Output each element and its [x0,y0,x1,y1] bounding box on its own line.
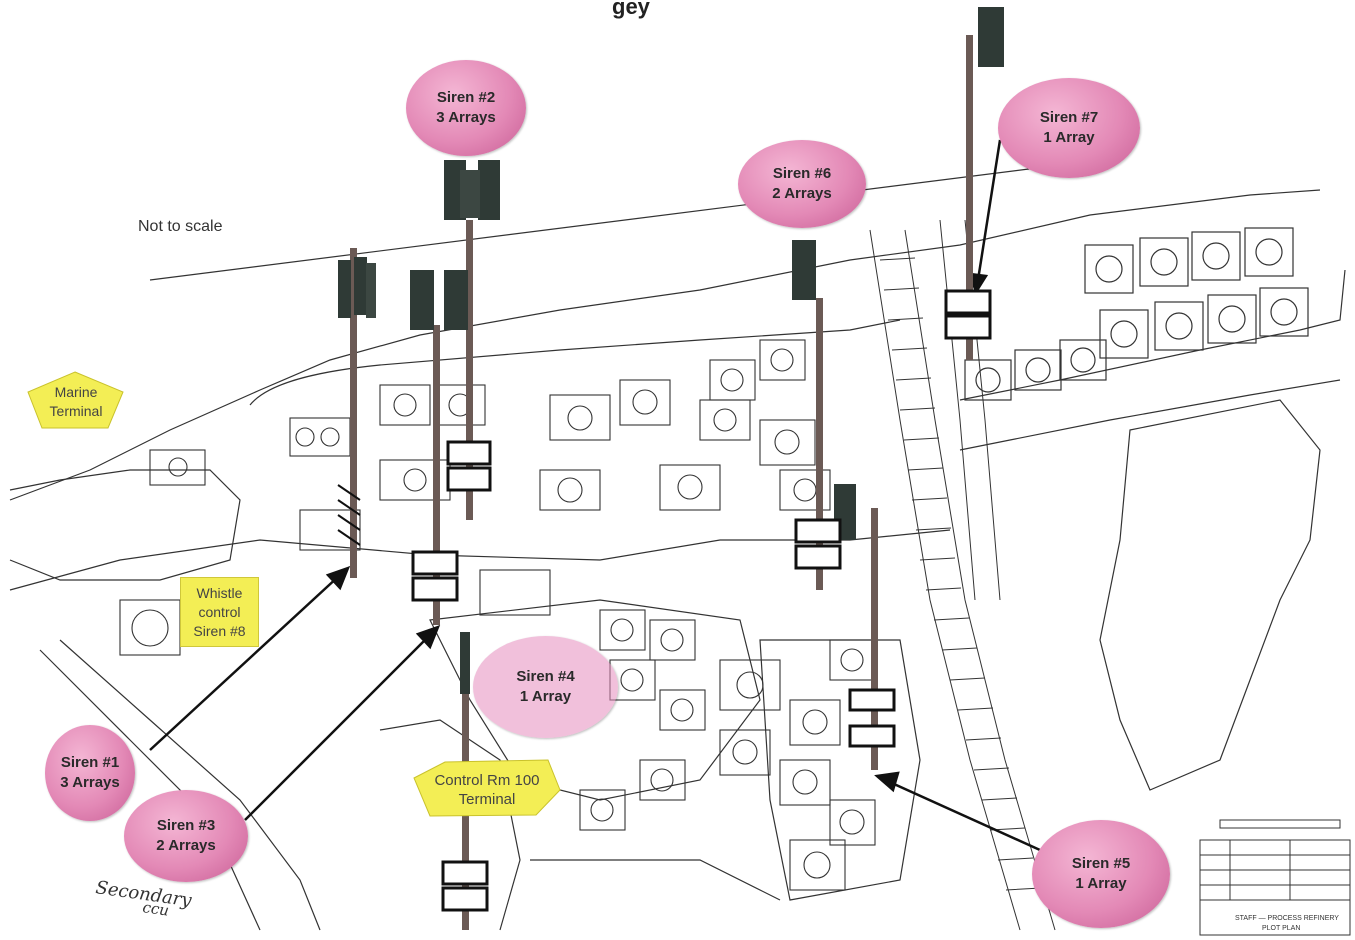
siren-tower-7 [944,7,1004,360]
whistle-control-line1: Whistle [196,584,243,601]
header-fragment: gey [612,0,651,19]
handwritten-note-line2: ccu [141,898,170,920]
siren-tower-6 [792,240,842,590]
siren-5-name: Siren #5 [1071,855,1131,872]
scale-note: Not to scale [138,218,223,235]
siren-1-arrays: 3 Arrays [60,774,120,791]
marine-terminal-marker [27,371,124,429]
siren-6-label: Siren #6 2 Arrays [738,140,866,228]
siren-4-name: Siren #4 [516,668,575,685]
control-room-line2: Terminal [458,791,516,808]
control-room-line1: Control Rm 100 [434,772,540,789]
pointer-arrows [149,139,1041,852]
siren-5-label: Siren #5 1 Array [1032,820,1170,928]
siren-7-name: Siren #7 [1039,109,1099,126]
title-block-line2: PLOT PLAN [1262,925,1300,932]
siren-5-arrays: 1 Array [1075,875,1127,892]
siren-tower-1 [337,248,376,578]
siren-3-arrays: 2 Arrays [156,837,216,854]
siren-4-label: Siren #4 1 Array [473,636,618,738]
siren-2-arrays: 3 Arrays [436,109,496,126]
siren-3-label: Siren #3 2 Arrays [124,790,248,882]
siren-tower-2 [444,160,500,520]
siren-tower-5 [834,484,896,770]
tank-farm-east [964,227,1309,401]
siren-1-label: Siren #1 3 Arrays [45,725,135,821]
marine-terminal-line1: Marine [54,384,98,400]
siren-7-label: Siren #7 1 Array [998,78,1140,178]
siren-4-arrays: 1 Array [519,688,572,705]
whistle-control-line3: Siren #8 [193,622,246,639]
siren-7-arrays: 1 Array [1043,129,1095,146]
marine-terminal-label: Marine Terminal [38,380,114,424]
siren-6-name: Siren #6 [772,165,832,182]
siren-2-label: Siren #2 3 Arrays [406,60,526,156]
whistle-control-line2: control [198,603,241,620]
siren-1-name: Siren #1 [60,754,120,771]
control-room-label: Control Rm 100 Terminal [428,768,546,812]
title-block-line1: STAFF — PROCESS REFINERY [1235,915,1339,922]
whistle-control-box: Whistle control Siren #8 [180,577,259,647]
siren-2-name: Siren #2 [436,89,496,106]
siren-tower-3 [410,270,468,625]
siren-3-name: Siren #3 [156,817,216,834]
control-room-marker [413,759,561,817]
marine-terminal-line2: Terminal [49,403,103,419]
title-block [1199,819,1351,936]
siren-6-arrays: 2 Arrays [772,185,832,202]
